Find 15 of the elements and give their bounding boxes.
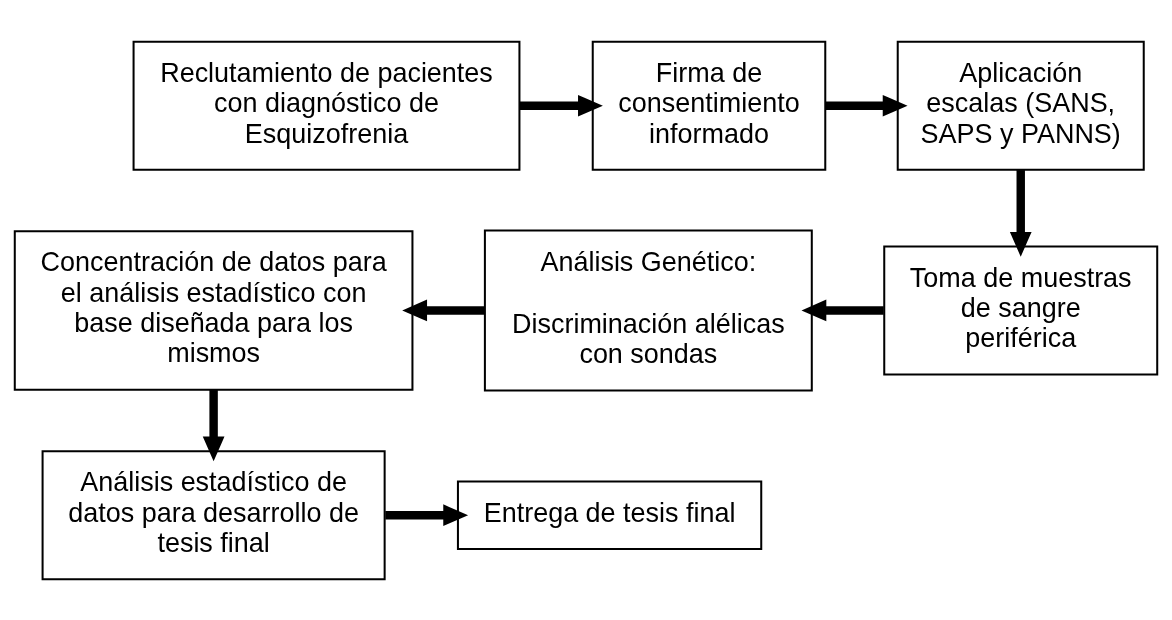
arrow [1009,169,1032,257]
arrow [520,94,603,117]
node-box: Toma de muestras de sangre periférica [883,244,1159,376]
arrow [202,389,225,461]
node-box: Concentración de datos para el análisis estadístico con base diseñada para los mismos [13,229,414,391]
node-box: Entrega de tesis final [456,480,763,550]
node-box: Análisis Genético: Discriminación alélicas con sondas [483,228,813,392]
arrow [825,94,908,117]
node-box: Análisis estadístico de datos para desarrollo de tesis final [41,449,386,580]
node-box: Firma de consentimiento informado [591,40,827,171]
node-box: Aplicación escalas (SANS, SAPS y PANNS) [896,40,1145,171]
arrow [385,503,469,526]
arrow [801,299,884,321]
node-box: Reclutamiento de pacientes con diagnóstico de Esquizofrenia [132,40,521,171]
arrow [402,299,485,321]
